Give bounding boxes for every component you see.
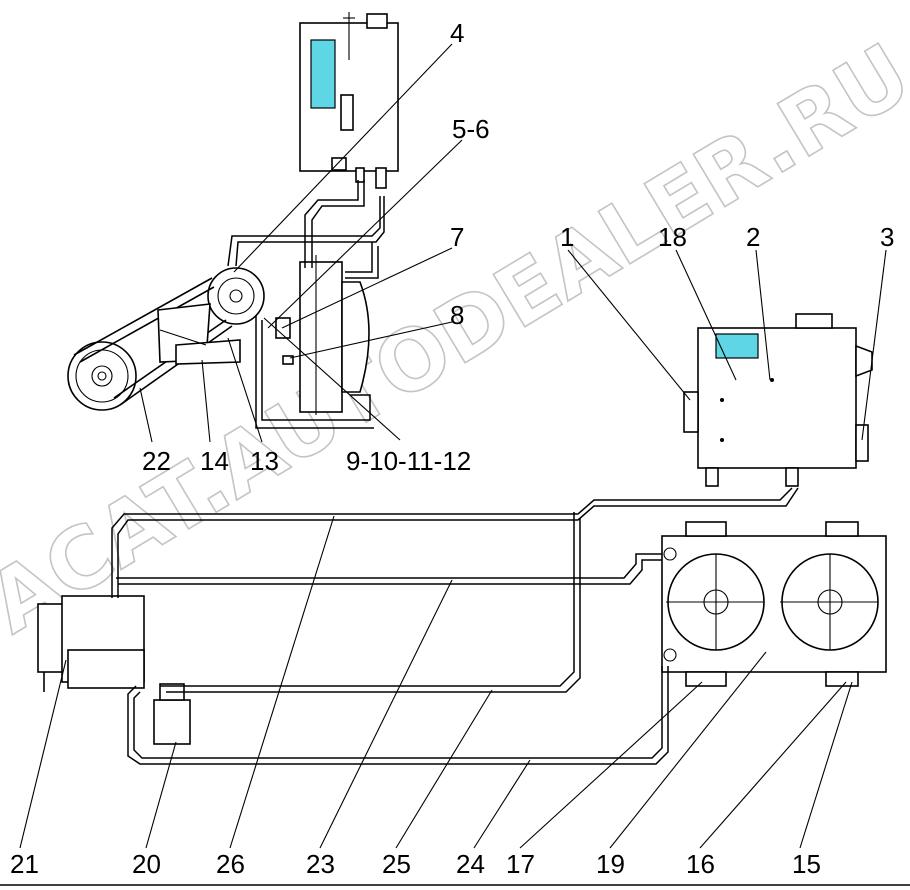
callout-2: 2 — [746, 222, 760, 252]
belt-drive-assembly — [67, 267, 265, 411]
callout-labels: 4 5-6 7 8 9-10-11-12 13 14 22 1 18 2 3 2… — [10, 18, 894, 879]
callout-7: 7 — [450, 222, 464, 252]
callout-23: 23 — [306, 849, 335, 879]
callout-9-10-11-12: 9-10-11-12 — [346, 446, 471, 476]
callout-25: 25 — [382, 849, 411, 879]
receiver-drier — [153, 683, 191, 745]
callout-14: 14 — [200, 446, 229, 476]
callout-20: 20 — [132, 849, 161, 879]
callout-19: 19 — [596, 849, 625, 879]
right-main-unit — [683, 313, 873, 487]
compressor-assembly — [37, 595, 145, 692]
callout-17: 17 — [506, 849, 535, 879]
callout-13: 13 — [250, 446, 279, 476]
callout-24: 24 — [456, 849, 485, 879]
condenser-fan-unit — [661, 521, 887, 687]
callout-8: 8 — [450, 300, 464, 330]
callout-15: 15 — [792, 849, 821, 879]
top-reservoir-tank — [299, 12, 399, 189]
callout-1: 1 — [560, 222, 574, 252]
callout-4: 4 — [450, 18, 464, 48]
callout-5-6: 5-6 — [452, 114, 490, 144]
callout-22: 22 — [142, 446, 171, 476]
callout-3: 3 — [880, 222, 894, 252]
blower-evaporator-block — [255, 255, 374, 429]
callout-26: 26 — [216, 849, 245, 879]
callout-18: 18 — [658, 222, 687, 252]
leader-lines — [19, 43, 887, 849]
callout-16: 16 — [686, 849, 715, 879]
callout-21: 21 — [10, 849, 39, 879]
